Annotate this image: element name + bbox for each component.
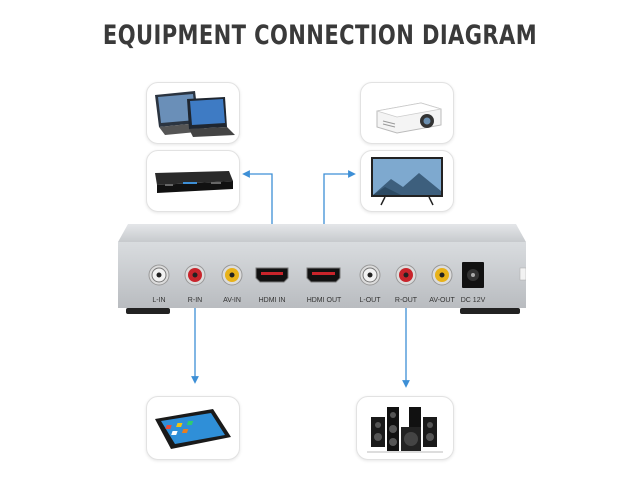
label-r-out: R-OUT <box>394 297 418 304</box>
speakers-box <box>356 396 454 460</box>
av-out-port <box>431 264 453 286</box>
hdmi-in-port <box>255 267 289 283</box>
ports-layer <box>148 262 484 288</box>
hdmi-out-port <box>306 267 341 283</box>
diagram-title: EQUIPMENT CONNECTION DIAGRAM <box>102 20 538 51</box>
av-in-port <box>221 264 243 286</box>
label-hdmi-in: HDMI IN <box>258 297 286 304</box>
label-av-in: AV-IN <box>223 297 241 304</box>
tablet-box <box>146 396 240 460</box>
label-dc: DC 12V <box>460 297 486 304</box>
dc-port <box>462 262 484 288</box>
label-hdmi-out: HDMI OUT <box>306 297 342 304</box>
dvd-box <box>146 150 240 212</box>
speaker-system-icon <box>367 407 443 453</box>
dvd-player-icon <box>155 171 233 193</box>
label-l-out: L-OUT <box>359 297 381 304</box>
laptop-icon <box>155 91 235 137</box>
r-out-port <box>395 264 417 286</box>
monitor-icon <box>371 157 443 206</box>
projector-box <box>360 82 454 144</box>
monitor-box <box>360 150 454 212</box>
r-in-port <box>184 264 206 286</box>
projector-icon <box>376 102 442 134</box>
l-out-port <box>359 264 381 286</box>
l-in-port <box>148 264 170 286</box>
label-l-in: L-IN <box>152 297 166 304</box>
laptop-box <box>146 82 240 144</box>
tablet-icon <box>155 409 231 449</box>
label-r-in: R-IN <box>187 297 203 304</box>
label-av-out: AV-OUT <box>429 297 455 304</box>
